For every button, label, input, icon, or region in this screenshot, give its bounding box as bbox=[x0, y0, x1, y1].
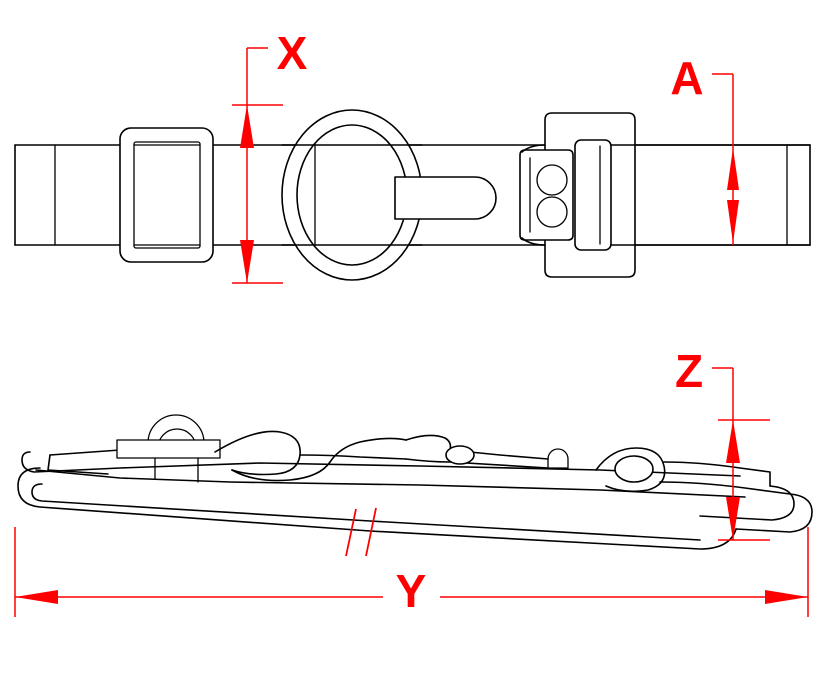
tongue-tab-body bbox=[394, 176, 497, 220]
fold-left-outer-profile bbox=[17, 467, 737, 550]
dim-z-label: Z bbox=[675, 345, 703, 397]
side-view bbox=[17, 414, 813, 557]
hook-center-lower-curve bbox=[231, 437, 407, 482]
fold-left bbox=[17, 467, 737, 550]
hook-right-eyelet bbox=[445, 445, 475, 465]
keeper-bar-profile bbox=[116, 439, 221, 459]
hook-far-right-strap-fold bbox=[659, 481, 813, 533]
dim-z-arrow-bottom bbox=[726, 497, 740, 540]
d-ring-inner bbox=[296, 124, 408, 266]
fold-left-inner-profile bbox=[31, 483, 701, 541]
buckle-plate bbox=[519, 112, 811, 278]
dimension-y: Y bbox=[14, 527, 809, 617]
break-mark-right bbox=[365, 507, 377, 557]
side-detail-bump bbox=[547, 448, 569, 469]
buckle-bar bbox=[574, 139, 612, 251]
dim-x-label: X bbox=[277, 27, 308, 79]
buckle-plate-fillet-bottom-left bbox=[521, 237, 546, 246]
buckle-hole-lower bbox=[536, 196, 568, 228]
tongue-tab bbox=[394, 176, 497, 220]
dim-z-arrow-top bbox=[726, 420, 740, 463]
hook-right bbox=[405, 434, 549, 469]
hook-far-right-eye-inner bbox=[614, 455, 654, 483]
slider-keeper bbox=[119, 127, 214, 263]
dim-y-arrow-right bbox=[765, 590, 808, 604]
hook-right-eye-top bbox=[405, 434, 452, 451]
hook-far-right-fold-inner bbox=[699, 485, 795, 521]
dim-a-arrow-lower bbox=[727, 200, 739, 243]
dim-a-label: A bbox=[670, 52, 703, 104]
buckle-hole-upper bbox=[536, 164, 568, 196]
keeper-arch-outer bbox=[147, 414, 205, 444]
hook-center bbox=[214, 430, 407, 482]
top-view bbox=[14, 109, 811, 281]
hook-center-shank bbox=[299, 454, 407, 460]
hook-far-right bbox=[595, 447, 813, 533]
keeper-profile bbox=[116, 414, 221, 483]
slider-keeper-inner bbox=[133, 141, 201, 249]
dim-x-arrow-top bbox=[240, 105, 254, 148]
break-symbol bbox=[345, 507, 377, 557]
hook-center-upper-curve bbox=[214, 430, 301, 476]
dimension-x: X bbox=[232, 27, 308, 284]
hook-far-right-eye-outer bbox=[595, 447, 666, 493]
side-detail-bump-shape bbox=[547, 448, 569, 469]
dim-y-arrow-left bbox=[15, 590, 58, 604]
side-upper-strap-top bbox=[21, 451, 741, 477]
dimension-z: Z bbox=[675, 345, 770, 541]
hook-far-right-strap-top bbox=[663, 461, 771, 487]
dim-a-arrow-upper bbox=[727, 148, 739, 190]
side-tail-left-end bbox=[47, 454, 109, 475]
dimension-a: A bbox=[670, 52, 739, 245]
dim-y-label: Y bbox=[396, 565, 427, 617]
dim-x-arrow-bottom bbox=[240, 240, 254, 283]
d-ring bbox=[281, 109, 423, 281]
buckle-plate-fillet-top-left bbox=[521, 144, 546, 153]
break-mark-left bbox=[345, 508, 357, 557]
